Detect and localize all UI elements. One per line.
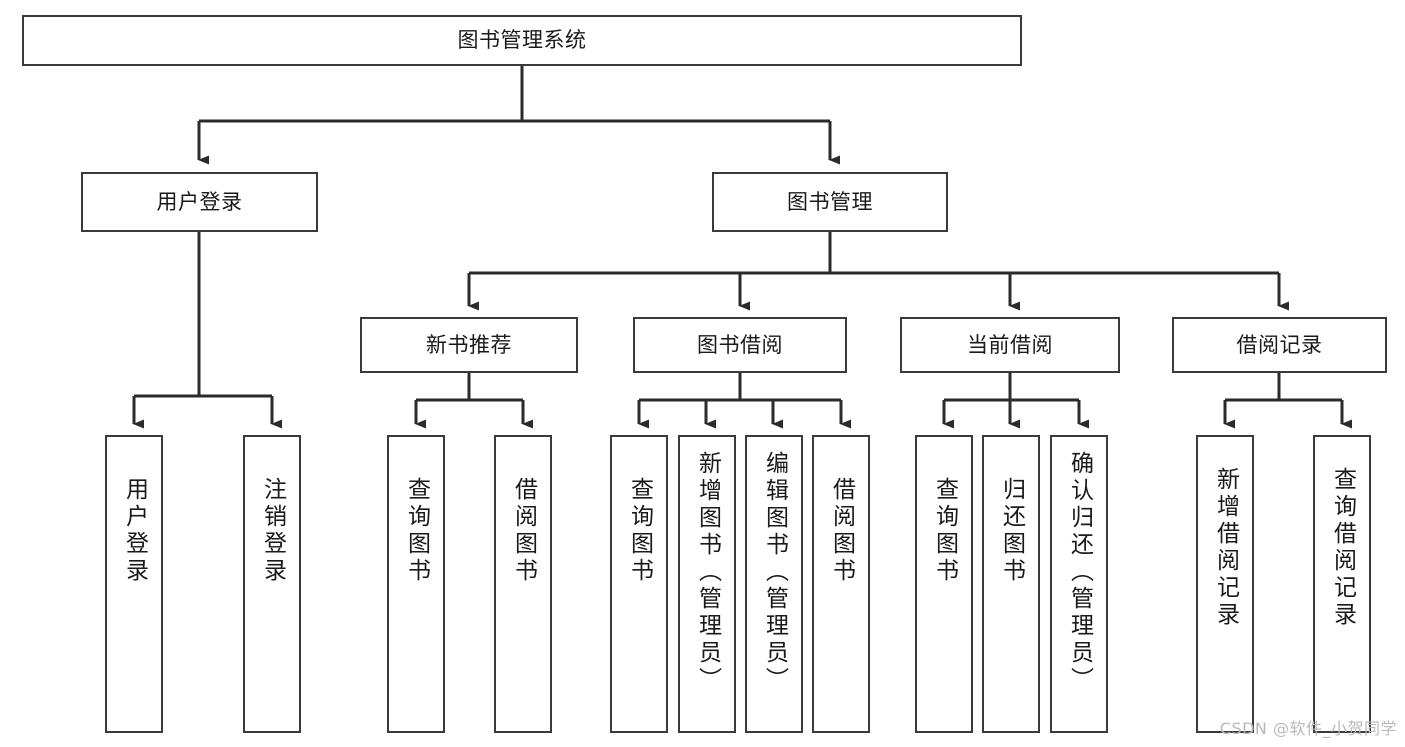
leaf-query-borrow-record[interactable]: 查询借阅记录	[1313, 435, 1371, 733]
node-label: 借阅图书	[828, 477, 855, 585]
leaf-borrow-book-newbook[interactable]: 借阅图书	[494, 435, 552, 733]
leaf-add-book-admin[interactable]: 新增图书（管理员）	[678, 435, 736, 733]
node-label: 编辑图书（管理员）	[761, 451, 788, 694]
node-label: 图书借阅	[697, 332, 783, 357]
leaf-borrow-book[interactable]: 借阅图书	[812, 435, 870, 733]
leaf-query-book-newbook[interactable]: 查询图书	[387, 435, 445, 733]
node-label: 用户登录	[121, 477, 148, 585]
node-label: 查询图书	[626, 477, 653, 585]
node-label: 确认归还（管理员）	[1066, 451, 1093, 694]
node-label: 注销登录	[259, 477, 286, 585]
node-label: 用户登录	[156, 189, 243, 214]
node-label: 新书推荐	[426, 332, 512, 357]
node-label: 新增借阅记录	[1212, 467, 1239, 629]
node-borrow-records[interactable]: 借阅记录	[1172, 317, 1387, 373]
node-book-borrow[interactable]: 图书借阅	[633, 317, 847, 373]
leaf-user-login[interactable]: 用户登录	[105, 435, 163, 733]
node-label: 当前借阅	[967, 332, 1053, 357]
leaf-query-book-current[interactable]: 查询图书	[915, 435, 973, 733]
node-book-management[interactable]: 图书管理	[712, 172, 948, 232]
node-label: 查询图书	[931, 477, 958, 585]
node-label: 借阅图书	[510, 477, 537, 585]
node-label: 新增图书（管理员）	[694, 451, 721, 694]
node-root[interactable]: 图书管理系统	[22, 15, 1022, 66]
node-user-login[interactable]: 用户登录	[81, 172, 318, 232]
node-label: 借阅记录	[1236, 332, 1323, 357]
node-label: 查询图书	[403, 477, 430, 585]
node-label: 归还图书	[998, 477, 1025, 585]
node-label: 图书管理系统	[457, 28, 587, 53]
node-label: 图书管理	[787, 189, 873, 214]
node-new-book-recommend[interactable]: 新书推荐	[360, 317, 578, 373]
leaf-return-book[interactable]: 归还图书	[982, 435, 1040, 733]
node-current-borrow[interactable]: 当前借阅	[900, 317, 1120, 373]
leaf-query-book-borrow[interactable]: 查询图书	[610, 435, 668, 733]
node-label: 查询借阅记录	[1329, 467, 1356, 629]
leaf-edit-book-admin[interactable]: 编辑图书（管理员）	[745, 435, 803, 733]
watermark-text: CSDN @软件_小贺同学	[1219, 719, 1397, 738]
leaf-add-borrow-record[interactable]: 新增借阅记录	[1196, 435, 1254, 733]
leaf-confirm-return-admin[interactable]: 确认归还（管理员）	[1050, 435, 1108, 733]
leaf-logout[interactable]: 注销登录	[243, 435, 301, 733]
